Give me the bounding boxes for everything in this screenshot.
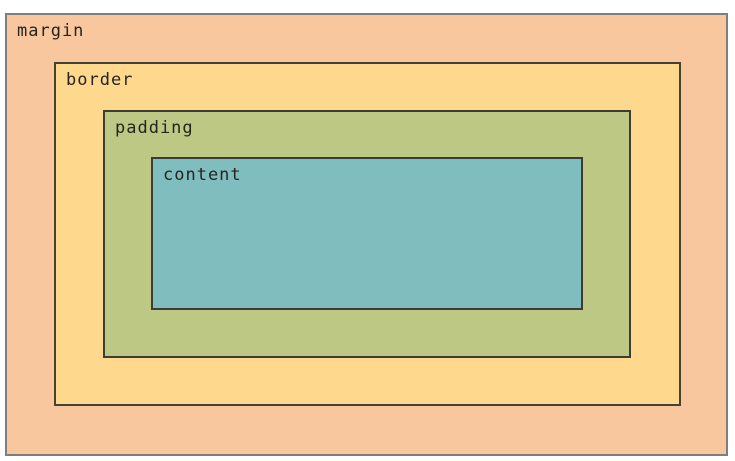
content-box: content xyxy=(151,157,583,310)
margin-label: margin xyxy=(17,21,85,41)
border-box: border padding content xyxy=(54,62,681,406)
padding-box: padding content xyxy=(103,110,631,358)
content-label: content xyxy=(163,165,242,185)
padding-label: padding xyxy=(115,118,194,138)
margin-box: margin border padding content xyxy=(5,13,728,456)
border-label: border xyxy=(66,70,134,90)
